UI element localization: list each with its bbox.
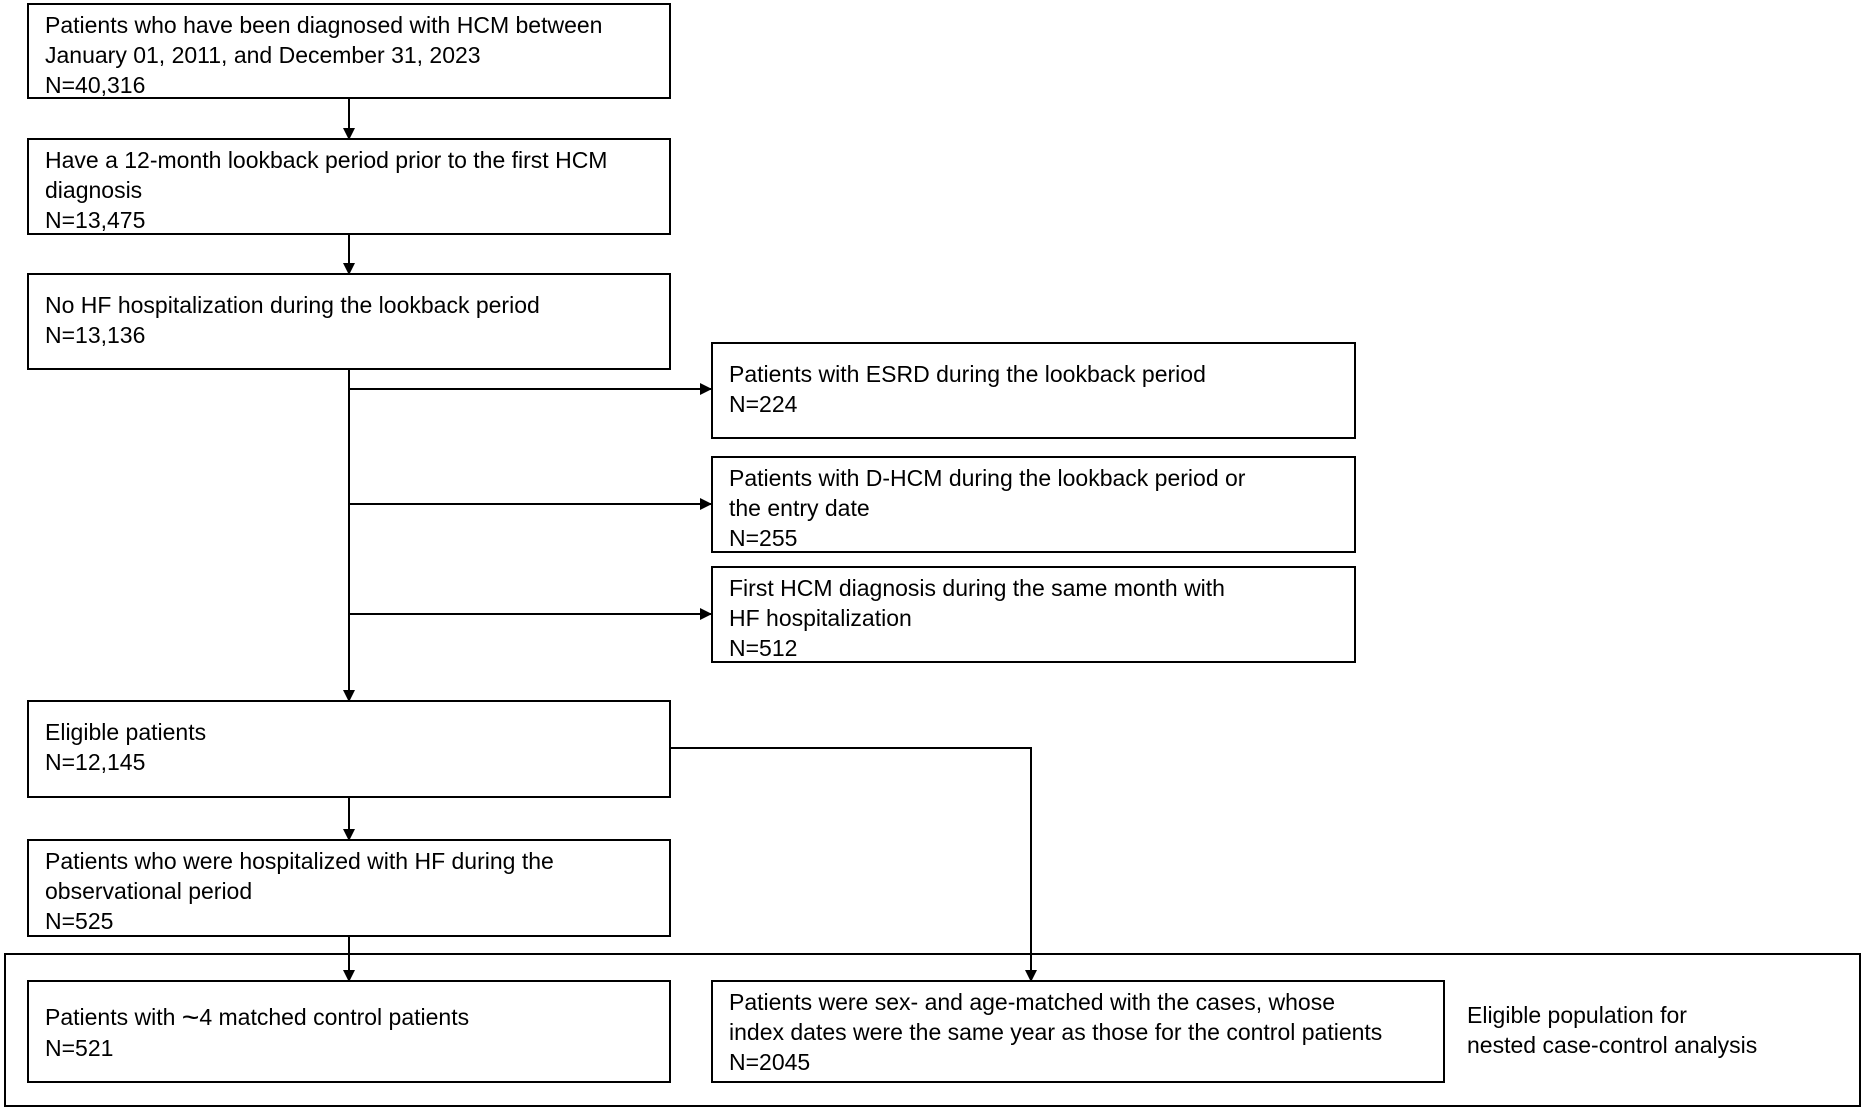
exclusion-esrd-count: N=224	[729, 391, 798, 417]
initial-cohort-line1: Patients who have been diagnosed with HC…	[45, 12, 603, 38]
exclusion-same-month-count: N=512	[729, 635, 798, 661]
exclusion-dhcm-line2: the entry date	[729, 495, 870, 521]
lookback-line2: diagnosis	[45, 177, 143, 203]
cases-count: N=521	[45, 1035, 114, 1061]
tilde-glyph: ~	[181, 1001, 200, 1034]
lookback-box: Have a 12-month lookback period prior to…	[27, 138, 671, 235]
nested-population-label: Eligible population for nested case-cont…	[1467, 1000, 1757, 1060]
exclusion-same-month-box: First HCM diagnosis during the same mont…	[711, 566, 1356, 663]
controls-count: N=2045	[729, 1049, 811, 1075]
cases-line1-suffix: 4 matched control patients	[199, 1004, 470, 1030]
eligible-line1: Eligible patients	[45, 719, 207, 745]
arrow-eligible-to-controls	[671, 747, 1037, 982]
no-hf-hospitalization-box: No HF hospitalization during the lookbac…	[27, 273, 671, 370]
no-hf-line1: No HF hospitalization during the lookbac…	[45, 292, 540, 318]
exclusion-esrd-box: Patients with ESRD during the lookback p…	[711, 342, 1356, 439]
exclusion-same-month-line1: First HCM diagnosis during the same mont…	[729, 575, 1225, 601]
nested-label-line2: nested case-control analysis	[1467, 1032, 1758, 1058]
hospitalized-line2: observational period	[45, 878, 253, 904]
eligible-count: N=12,145	[45, 749, 146, 775]
initial-cohort-count: N=40,316	[45, 72, 146, 98]
hospitalized-line1: Patients who were hospitalized with HF d…	[45, 848, 554, 874]
no-hf-count: N=13,136	[45, 322, 146, 348]
hospitalized-box: Patients who were hospitalized with HF d…	[27, 839, 671, 937]
lookback-count: N=13,475	[45, 207, 146, 233]
hospitalized-count: N=525	[45, 908, 114, 934]
cases-box: Patients with ~4 matched control patient…	[27, 980, 671, 1083]
nested-label-line1: Eligible population for	[1467, 1002, 1687, 1028]
exclusion-dhcm-line1: Patients with D-HCM during the lookback …	[729, 465, 1246, 491]
nested-case-control-group	[4, 953, 1861, 1107]
controls-line1: Patients were sex- and age-matched with …	[729, 989, 1335, 1015]
initial-cohort-line2: January 01, 2011, and December 31, 2023	[45, 42, 481, 68]
eligible-patients-box: Eligible patients N=12,145	[27, 700, 671, 798]
controls-box: Patients were sex- and age-matched with …	[711, 980, 1445, 1083]
initial-cohort-box: Patients who have been diagnosed with HC…	[27, 3, 671, 99]
cases-line1-prefix: Patients with	[45, 1004, 182, 1030]
cases-line1: Patients with ~4 matched control patient…	[45, 1002, 653, 1033]
exclusion-esrd-line1: Patients with ESRD during the lookback p…	[729, 361, 1206, 387]
controls-line2: index dates were the same year as those …	[729, 1019, 1383, 1045]
exclusion-same-month-line2: HF hospitalization	[729, 605, 912, 631]
exclusion-dhcm-count: N=255	[729, 525, 798, 551]
lookback-line1: Have a 12-month lookback period prior to…	[45, 147, 608, 173]
exclusion-dhcm-box: Patients with D-HCM during the lookback …	[711, 456, 1356, 553]
